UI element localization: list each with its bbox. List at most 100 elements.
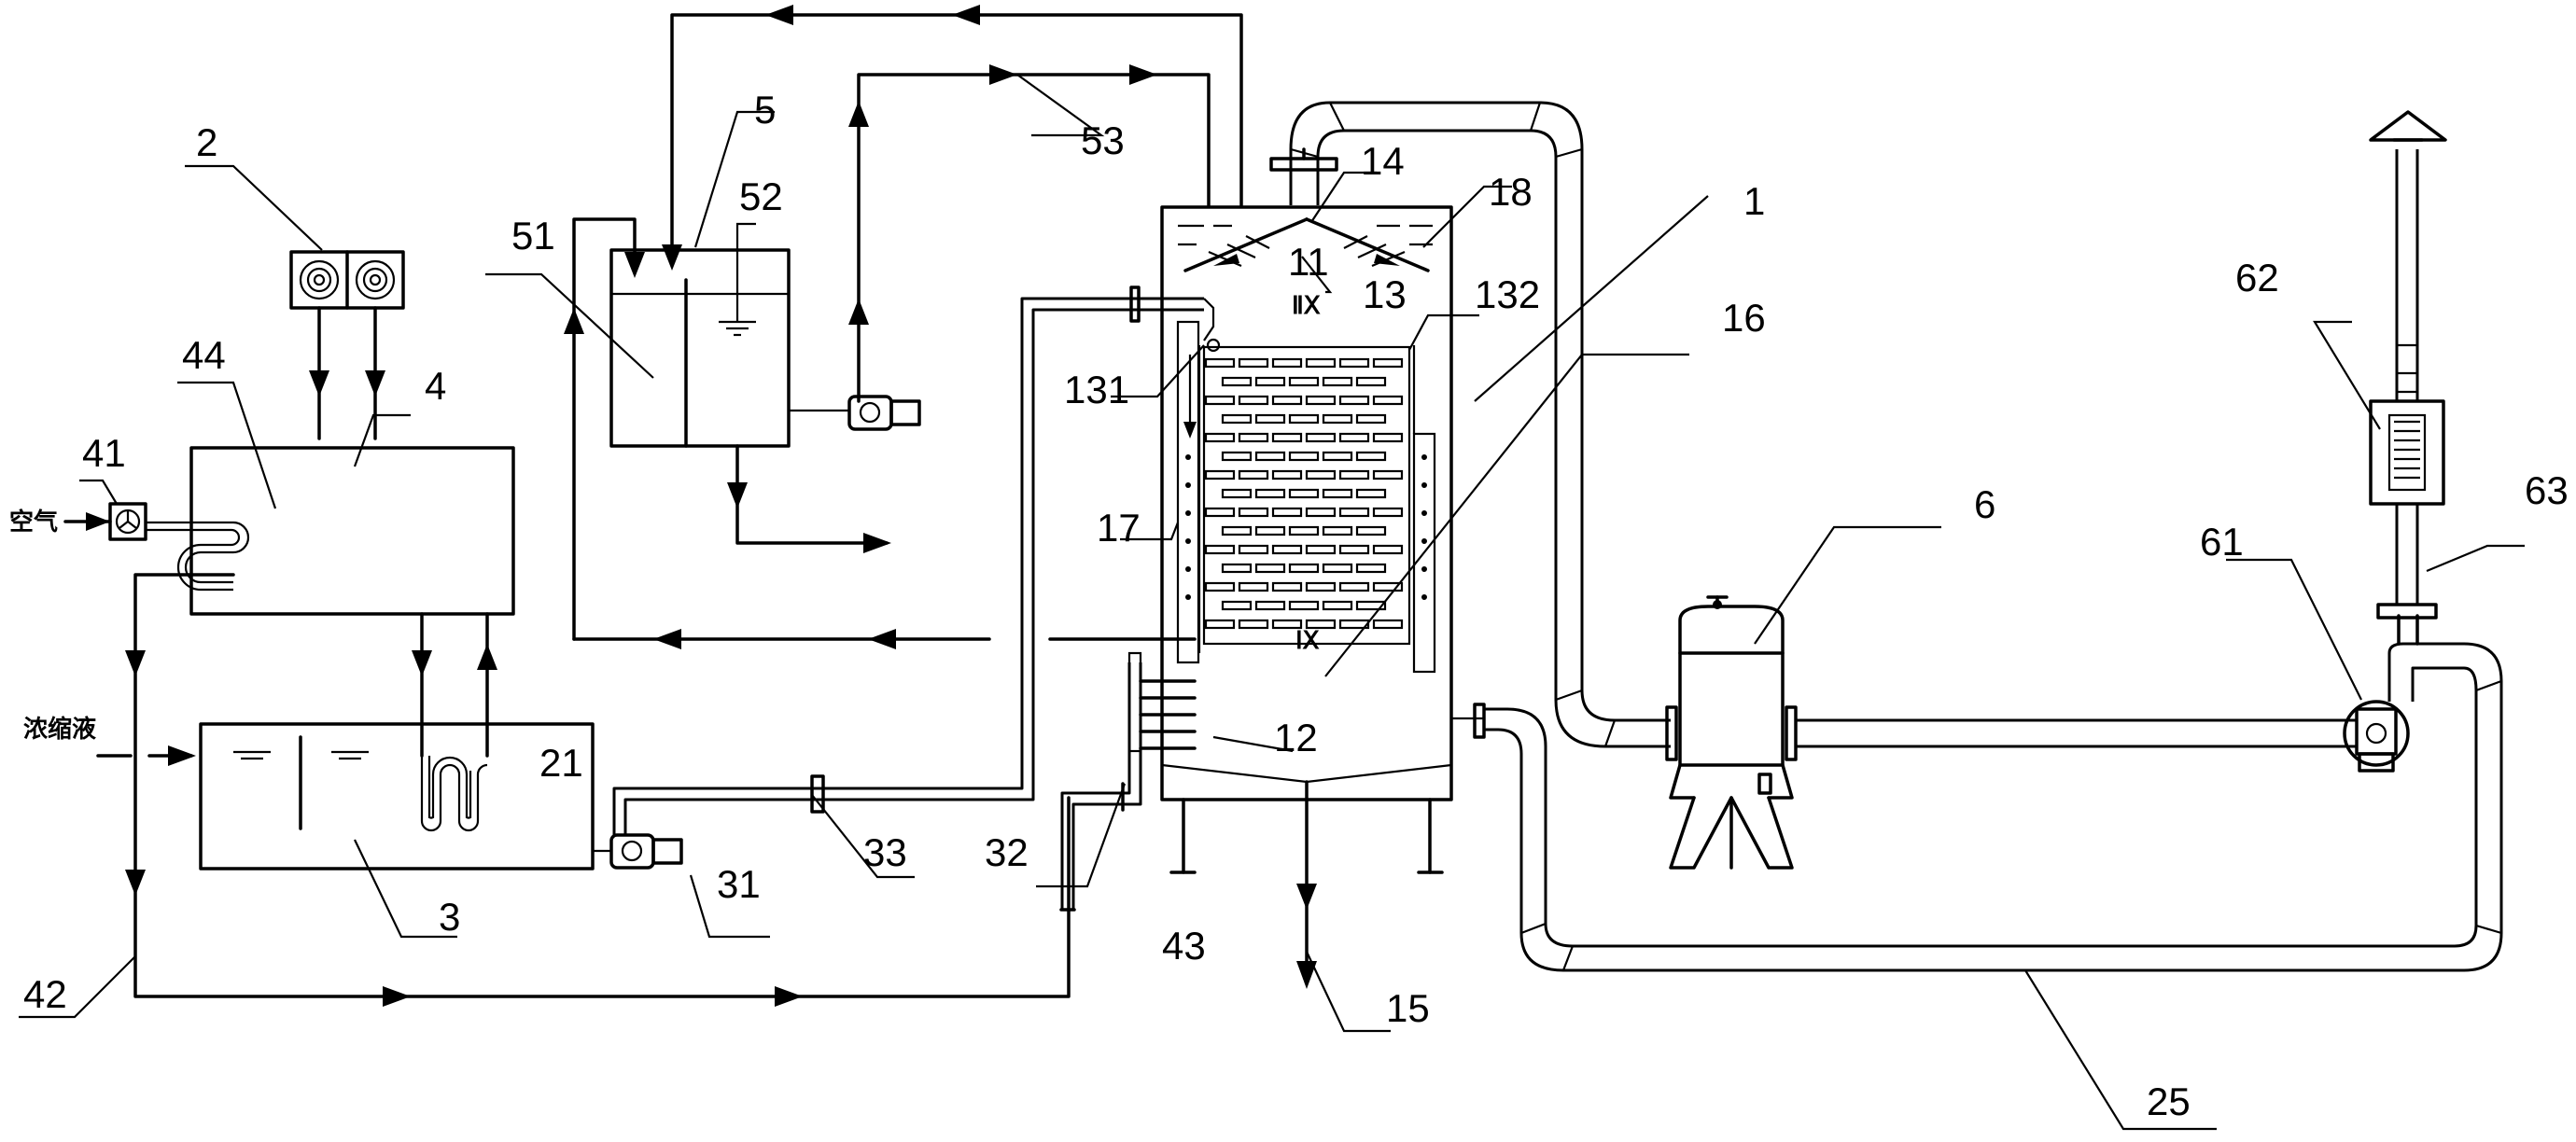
packing-plate	[1372, 469, 1404, 480]
packing-plate	[1271, 544, 1303, 555]
label-4: 4	[425, 364, 446, 408]
packing-plate	[1271, 507, 1303, 518]
packing-plate	[1338, 507, 1370, 518]
packing-plate	[1204, 469, 1236, 480]
packing-plate	[1305, 395, 1337, 406]
packing-plate	[1305, 357, 1337, 369]
packing-plate	[1204, 432, 1236, 443]
packing-plate	[1204, 395, 1236, 406]
packing-plate	[1372, 357, 1404, 369]
side-texts: 空气 浓缩液	[9, 508, 96, 743]
fans-2	[289, 250, 405, 440]
packing-plate	[1372, 507, 1404, 518]
separator-6	[1665, 595, 2357, 870]
packing-plate	[1372, 432, 1404, 443]
label-21: 21	[539, 741, 583, 785]
label-17: 17	[1097, 506, 1141, 550]
label-1: 1	[1743, 179, 1765, 223]
packing-plate	[1254, 600, 1286, 611]
packing-plate	[1338, 581, 1370, 592]
packing-plate	[1322, 525, 1353, 536]
top-duct	[1269, 101, 1671, 748]
packing-plate	[1288, 600, 1320, 611]
label-41: 41	[82, 431, 126, 475]
packing-plate	[1204, 619, 1236, 630]
packing-plate	[1355, 563, 1387, 574]
packing-plate	[1372, 581, 1404, 592]
line-51	[564, 217, 1197, 649]
packing-plate	[1254, 488, 1286, 499]
packing-plate	[1238, 581, 1269, 592]
section-marks: ⅡⅩ ⅠⅩ	[1292, 291, 1321, 654]
packing-plate	[1204, 544, 1236, 555]
pipe-43	[1059, 651, 1197, 912]
packing-plate	[1271, 469, 1303, 480]
label-25: 25	[2147, 1079, 2191, 1123]
section-mark-bottom: ⅠⅩ	[1295, 626, 1320, 654]
packing-plate	[1221, 376, 1253, 387]
packing-plate	[1238, 544, 1269, 555]
label-5: 5	[754, 88, 776, 132]
packing-plate	[1254, 525, 1286, 536]
packing-plate	[1221, 488, 1253, 499]
pipe-32	[612, 286, 1204, 835]
packing-plate	[1271, 619, 1303, 630]
label-16: 16	[1722, 296, 1766, 340]
label-6: 6	[1974, 482, 1995, 526]
packing-plate	[1288, 413, 1320, 425]
packing-plate	[1238, 507, 1269, 518]
tank-5	[609, 248, 921, 553]
label-62: 62	[2235, 256, 2279, 299]
packing-plate	[1322, 376, 1353, 387]
top-return-line	[662, 5, 1243, 271]
packing-plate	[1254, 563, 1286, 574]
label-15: 15	[1386, 986, 1430, 1030]
packing-plate	[1271, 395, 1303, 406]
packing-plate	[1338, 357, 1370, 369]
leader-lines	[19, 74, 2525, 1131]
packing-plate	[1305, 469, 1337, 480]
label-43: 43	[1162, 924, 1206, 968]
packing-plate	[1288, 488, 1320, 499]
packing-plate	[1338, 395, 1370, 406]
packing-plate	[1355, 413, 1387, 425]
packing-plate	[1288, 451, 1320, 462]
air-text: 空气	[9, 508, 58, 536]
packing-plate	[1372, 544, 1404, 555]
packing-plate	[1355, 488, 1387, 499]
packing-plate	[1221, 525, 1253, 536]
packing-plate	[1238, 469, 1269, 480]
packing-plate	[1238, 619, 1269, 630]
packing-plate	[1305, 432, 1337, 443]
packing-plate	[1221, 451, 1253, 462]
label-42: 42	[23, 972, 67, 1016]
label-12: 12	[1274, 716, 1318, 759]
packing-plate	[1271, 357, 1303, 369]
packing-plate	[1204, 357, 1236, 369]
stack-62	[2369, 110, 2447, 646]
packing-plate	[1254, 376, 1286, 387]
packing-plate	[1322, 488, 1353, 499]
packing-plate	[1305, 581, 1337, 592]
tower-1	[1160, 205, 1484, 989]
packing-plate	[1338, 432, 1370, 443]
packing-plate	[1254, 413, 1286, 425]
packing-plate	[1221, 413, 1253, 425]
section-mark-top: ⅡⅩ	[1292, 291, 1321, 319]
line-53	[848, 64, 1211, 403]
packing-plate	[1355, 451, 1387, 462]
fan-61	[1473, 642, 2503, 972]
packing-plate	[1204, 581, 1236, 592]
packing-plate	[1322, 600, 1353, 611]
packing-plate	[1271, 432, 1303, 443]
label-2: 2	[196, 120, 217, 164]
label-11: 11	[1288, 240, 1329, 284]
label-33: 33	[863, 830, 907, 874]
label-131: 131	[1064, 368, 1129, 411]
packing-plate	[1271, 581, 1303, 592]
packing-plate	[1322, 563, 1353, 574]
label-44: 44	[182, 333, 226, 377]
label-61: 61	[2200, 520, 2244, 564]
label-13: 13	[1363, 272, 1407, 316]
